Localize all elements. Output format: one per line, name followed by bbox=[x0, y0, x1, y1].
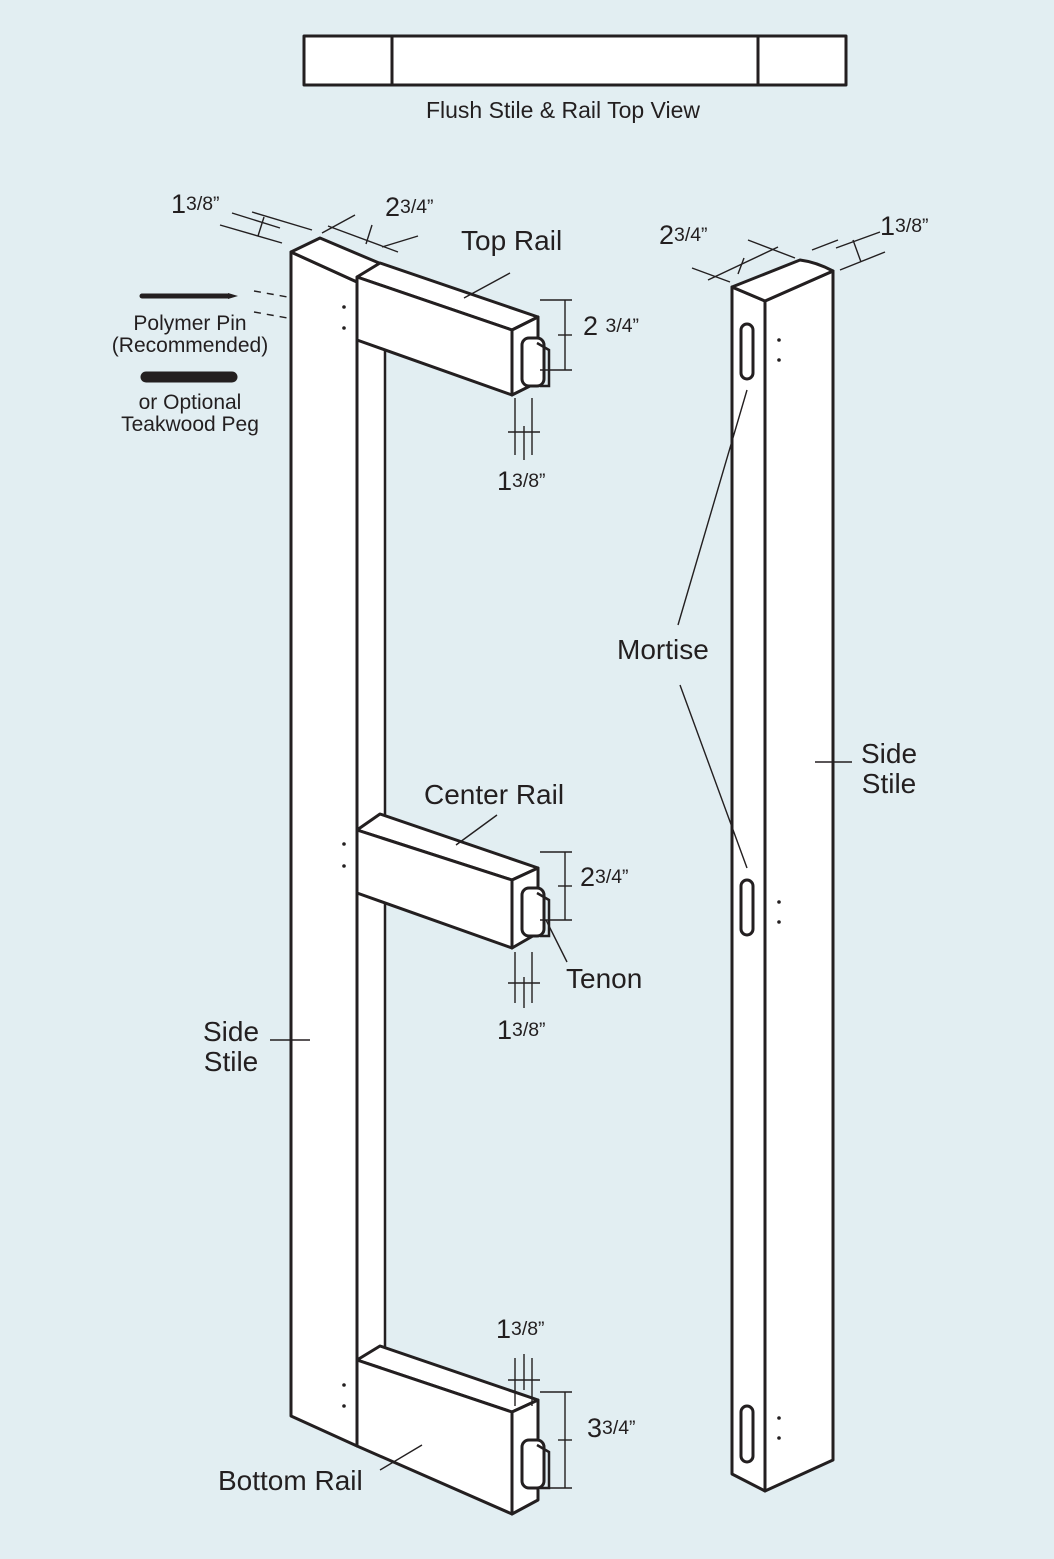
dim-label-bottom-rail-height: 33/4” bbox=[587, 1413, 636, 1443]
pin-hole bbox=[777, 358, 781, 362]
pin-hole bbox=[342, 1383, 346, 1387]
part-labels: Top Rail Center Rail Bottom Rail Tenon M… bbox=[203, 225, 917, 1496]
pin-hole bbox=[777, 1436, 781, 1440]
pin-hole bbox=[342, 326, 346, 330]
left-side-stile bbox=[289, 250, 359, 1448]
dim-tick bbox=[737, 257, 745, 275]
top-rail bbox=[342, 261, 551, 397]
right-side-stile bbox=[730, 258, 835, 1493]
dim-label-top-rail-thickness: 13/8” bbox=[497, 466, 546, 496]
pin-hole bbox=[777, 338, 781, 342]
bottom-rail bbox=[355, 1344, 551, 1516]
left-frame-assembly bbox=[289, 236, 551, 1516]
bottom-rail-tenon bbox=[520, 1438, 546, 1490]
fastener-legend: Polymer Pin (Recommended) or Optional Te… bbox=[112, 290, 345, 436]
polymer-pin-tip bbox=[228, 293, 238, 299]
bottom-mortise-slot bbox=[739, 1404, 755, 1464]
mortise-leader-top bbox=[677, 389, 748, 626]
center-rail-label: Center Rail bbox=[424, 779, 564, 810]
center-rail-tenon-edge bbox=[536, 891, 551, 938]
tenon-label: Tenon bbox=[566, 963, 642, 994]
right-side-stile-label-line-2: Stile bbox=[862, 768, 916, 799]
right-stile-front-face bbox=[763, 269, 835, 1493]
right-side-stile-label-line-1: Side bbox=[861, 738, 917, 769]
dim-tick bbox=[852, 239, 862, 263]
top-rail-label: Top Rail bbox=[461, 225, 562, 256]
top-rail-tenon bbox=[520, 336, 546, 388]
leader-lines bbox=[270, 272, 852, 1471]
left-side-stile-label-line-1: Side bbox=[203, 1016, 259, 1047]
dim-extension bbox=[811, 239, 839, 251]
pin-hole bbox=[342, 842, 346, 846]
dim-extension bbox=[839, 251, 886, 271]
center-rail-leader bbox=[455, 814, 498, 846]
bottom-rail-label: Bottom Rail bbox=[218, 1465, 363, 1496]
dim-extension bbox=[251, 211, 313, 231]
dim-tick bbox=[257, 216, 265, 237]
pin-hole bbox=[342, 305, 346, 309]
top-view-plan: Flush Stile & Rail Top View bbox=[302, 34, 848, 123]
mortise-label: Mortise bbox=[617, 634, 709, 665]
dim-extension bbox=[747, 239, 796, 259]
dim-label-left-stile-thickness: 13/8” bbox=[171, 189, 220, 219]
peg-label-line-2: Teakwood Peg bbox=[121, 413, 259, 436]
dim-line bbox=[835, 231, 881, 249]
dim-extension bbox=[219, 224, 283, 244]
dim-label-top-rail-height: 2 3/4” bbox=[583, 311, 639, 341]
dim-tick bbox=[365, 224, 373, 245]
dim-line bbox=[381, 235, 419, 248]
peg-label-line-1: or Optional bbox=[139, 391, 242, 414]
left-side-stile-label-line-2: Stile bbox=[204, 1046, 258, 1077]
top-rail-tenon-edge bbox=[536, 341, 551, 388]
dim-extension bbox=[691, 267, 731, 283]
pin-label-line-1: Polymer Pin bbox=[133, 312, 246, 335]
dimension-labels: 13/8” 23/4” 2 3/4” 13/8” 23/4” 13/8” 13/… bbox=[171, 189, 929, 1443]
dim-label-bottom-rail-thickness: 13/8” bbox=[496, 1314, 545, 1344]
tenon-leader bbox=[545, 919, 568, 963]
dim-line bbox=[231, 212, 281, 229]
pin-hole bbox=[777, 1416, 781, 1420]
dim-label-right-stile-width: 23/4” bbox=[659, 220, 708, 250]
bottom-rail-leader bbox=[379, 1444, 423, 1471]
pin-hole bbox=[777, 920, 781, 924]
pin-hole bbox=[342, 1404, 346, 1408]
center-rail bbox=[355, 812, 551, 950]
top-mortise-slot bbox=[739, 322, 755, 381]
dim-label-left-stile-width: 23/4” bbox=[385, 192, 434, 222]
top-view-caption: Flush Stile & Rail Top View bbox=[426, 97, 700, 123]
pin-hole bbox=[342, 864, 346, 868]
dim-line bbox=[321, 214, 356, 234]
dim-label-center-rail-height: 23/4” bbox=[580, 862, 629, 892]
mortise-leader-bottom bbox=[679, 684, 748, 869]
pin-label-line-2: (Recommended) bbox=[112, 334, 268, 357]
right-stile-top-face bbox=[730, 258, 835, 303]
dim-label-right-stile-thickness: 13/8” bbox=[880, 211, 929, 241]
top-view-outline bbox=[302, 34, 848, 87]
top-rail-leader bbox=[463, 272, 511, 299]
center-rail-tenon bbox=[520, 886, 546, 938]
center-mortise-slot bbox=[739, 878, 755, 937]
dim-line bbox=[707, 246, 779, 281]
dimension-lines bbox=[219, 211, 886, 1489]
dim-label-center-rail-thickness: 13/8” bbox=[497, 1015, 546, 1045]
pin-hole bbox=[777, 900, 781, 904]
dim-extension bbox=[327, 225, 399, 253]
